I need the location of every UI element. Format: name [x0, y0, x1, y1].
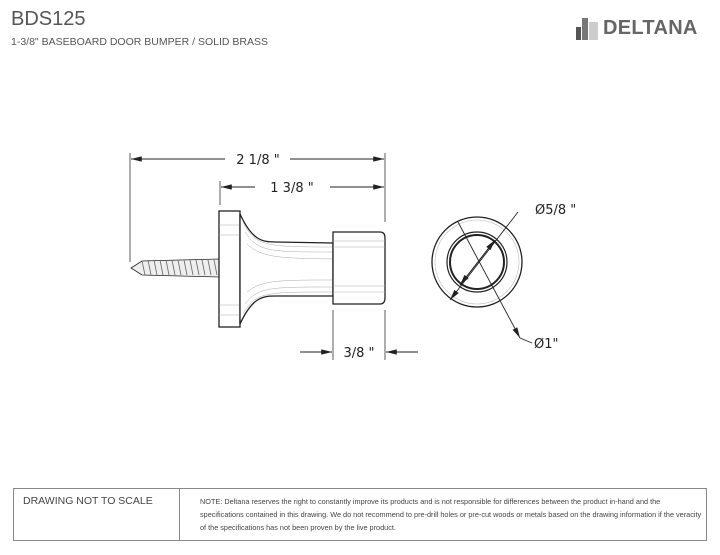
- flange: [218, 210, 241, 328]
- neck: [239, 213, 334, 325]
- brand-name: DELTANA: [603, 17, 698, 39]
- dimension-lines: [131, 156, 418, 355]
- outer-diameter-label: Ø1": [534, 337, 558, 352]
- scale-notice: DRAWING NOT TO SCALE: [14, 489, 180, 540]
- technical-drawing: 2 1/8 " 1 3/8 " 3/8 " Ø5/8 " Ø1": [129, 153, 576, 361]
- disclaimer-note: NOTE: Deltana reserves the right to cons…: [200, 497, 702, 532]
- extension-lines: [129, 153, 386, 360]
- product-code: BDS125: [11, 8, 86, 30]
- screw: [130, 258, 220, 278]
- bumper-end-view: [431, 211, 533, 344]
- product-description: 1-3/8" BASEBOARD DOOR BUMPER / SOLID BRA…: [11, 36, 268, 48]
- deltana-logo-icon: [576, 17, 598, 40]
- body-length-label: 1 3/8 ": [270, 181, 313, 196]
- inner-diameter-label: Ø5/8 ": [535, 203, 576, 218]
- overall-length-label: 2 1/8 ": [236, 153, 279, 168]
- cap-length-label: 3/8 ": [343, 346, 374, 361]
- footer-notes: DRAWING NOT TO SCALE NOTE: Deltana reser…: [13, 488, 707, 541]
- cap: [332, 231, 386, 305]
- bumper-side-view: [130, 210, 386, 328]
- brand-logo: DELTANA: [576, 17, 698, 40]
